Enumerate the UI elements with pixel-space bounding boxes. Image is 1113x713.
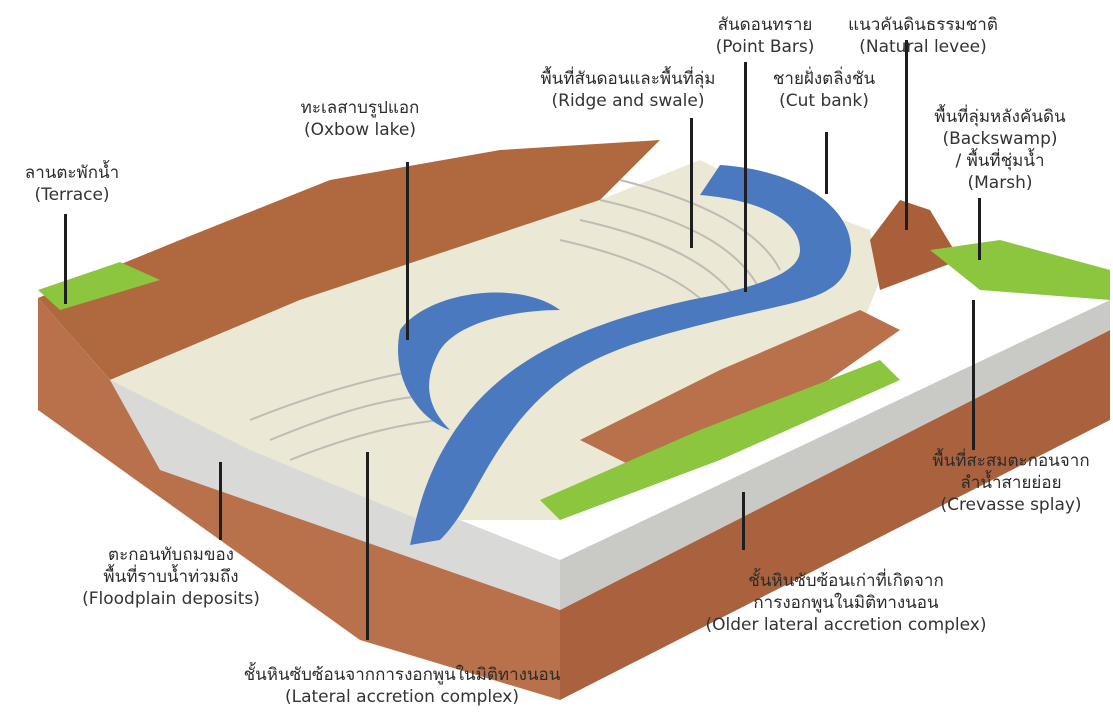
leader-older bbox=[742, 492, 745, 550]
label-lateral-th: ชั้นหินซับซ้อนจากการงอกพูนในมิติทางนอน bbox=[202, 664, 602, 686]
label-cutbank-th: ชายฝั่งตลิ่งชัน bbox=[764, 68, 884, 90]
label-ridge-th: พื้นที่สันดอนและพื้นที่ลุ่ม bbox=[508, 68, 748, 90]
leader-oxbow bbox=[406, 162, 409, 340]
leader-crevasse bbox=[972, 300, 975, 450]
label-pointbars-th: สันดอนทราย bbox=[700, 14, 830, 36]
label-older-th: ชั้นหินซับซ้อนเก่าที่เกิดจาก bbox=[676, 570, 1016, 592]
leader-backswamp bbox=[978, 198, 981, 260]
leader-terrace bbox=[64, 214, 67, 304]
leader-floodplain bbox=[219, 462, 222, 540]
backswamp bbox=[930, 240, 1110, 300]
label-cutbank-en: (Cut bank) bbox=[764, 90, 884, 112]
label-oxbow: ทะเลสาบรูปแอก (Oxbow lake) bbox=[280, 97, 440, 141]
label-terrace: ลานตะพักน้ำ (Terrace) bbox=[2, 162, 142, 206]
natural-levee bbox=[870, 200, 960, 290]
label-oxbow-en: (Oxbow lake) bbox=[280, 119, 440, 141]
label-terrace-th: ลานตะพักน้ำ bbox=[2, 162, 142, 184]
label-terrace-en: (Terrace) bbox=[2, 184, 142, 206]
label-floodplain-th2: พื้นที่ราบน้ำท่วมถึง bbox=[56, 566, 286, 588]
label-oxbow-th: ทะเลสาบรูปแอก bbox=[280, 97, 440, 119]
label-levee: แนวคันดินธรรมชาติ (Natural levee) bbox=[838, 14, 1008, 58]
label-floodplain-en: (Floodplain deposits) bbox=[56, 588, 286, 610]
label-levee-th: แนวคันดินธรรมชาติ bbox=[838, 14, 1008, 36]
label-lateral-en: (Lateral accretion complex) bbox=[202, 686, 602, 708]
label-floodplain: ตะกอนทับถมของ พื้นที่ราบน้ำท่วมถึง (Floo… bbox=[56, 544, 286, 610]
label-cutbank: ชายฝั่งตลิ่งชัน (Cut bank) bbox=[764, 68, 884, 112]
label-levee-en: (Natural levee) bbox=[838, 36, 1008, 58]
label-backswamp-th: พื้นที่ลุ่มหลังคันดิน bbox=[912, 106, 1088, 128]
label-ridge-en: (Ridge and swale) bbox=[508, 90, 748, 112]
label-crevasse-th2: ลำน้ำสายย่อย bbox=[916, 472, 1106, 494]
label-backswamp-th2: / พื้นที่ชุ่มน้ำ bbox=[912, 150, 1088, 172]
leader-ridge bbox=[690, 118, 693, 248]
leader-levee bbox=[905, 40, 908, 230]
label-crevasse-th: พื้นที่สะสมตะกอนจาก bbox=[916, 450, 1106, 472]
label-backswamp: พื้นที่ลุ่มหลังคันดิน (Backswamp) / พื้น… bbox=[912, 106, 1088, 194]
label-floodplain-th: ตะกอนทับถมของ bbox=[56, 544, 286, 566]
label-crevasse-en: (Crevasse splay) bbox=[916, 494, 1106, 516]
label-older: ชั้นหินซับซ้อนเก่าที่เกิดจาก การงอกพูนใน… bbox=[676, 570, 1016, 636]
label-backswamp-en2: (Marsh) bbox=[912, 172, 1088, 194]
label-lateral: ชั้นหินซับซ้อนจากการงอกพูนในมิติทางนอน (… bbox=[202, 664, 602, 708]
label-pointbars: สันดอนทราย (Point Bars) bbox=[700, 14, 830, 58]
label-crevasse: พื้นที่สะสมตะกอนจาก ลำน้ำสายย่อย (Crevas… bbox=[916, 450, 1106, 516]
label-pointbars-en: (Point Bars) bbox=[700, 36, 830, 58]
leader-lateral bbox=[366, 452, 369, 640]
label-older-en: (Older lateral accretion complex) bbox=[676, 614, 1016, 636]
leader-cutbank bbox=[825, 132, 828, 194]
label-ridge: พื้นที่สันดอนและพื้นที่ลุ่ม (Ridge and s… bbox=[508, 68, 748, 112]
label-backswamp-en: (Backswamp) bbox=[912, 128, 1088, 150]
label-older-th2: การงอกพูนในมิติทางนอน bbox=[676, 592, 1016, 614]
